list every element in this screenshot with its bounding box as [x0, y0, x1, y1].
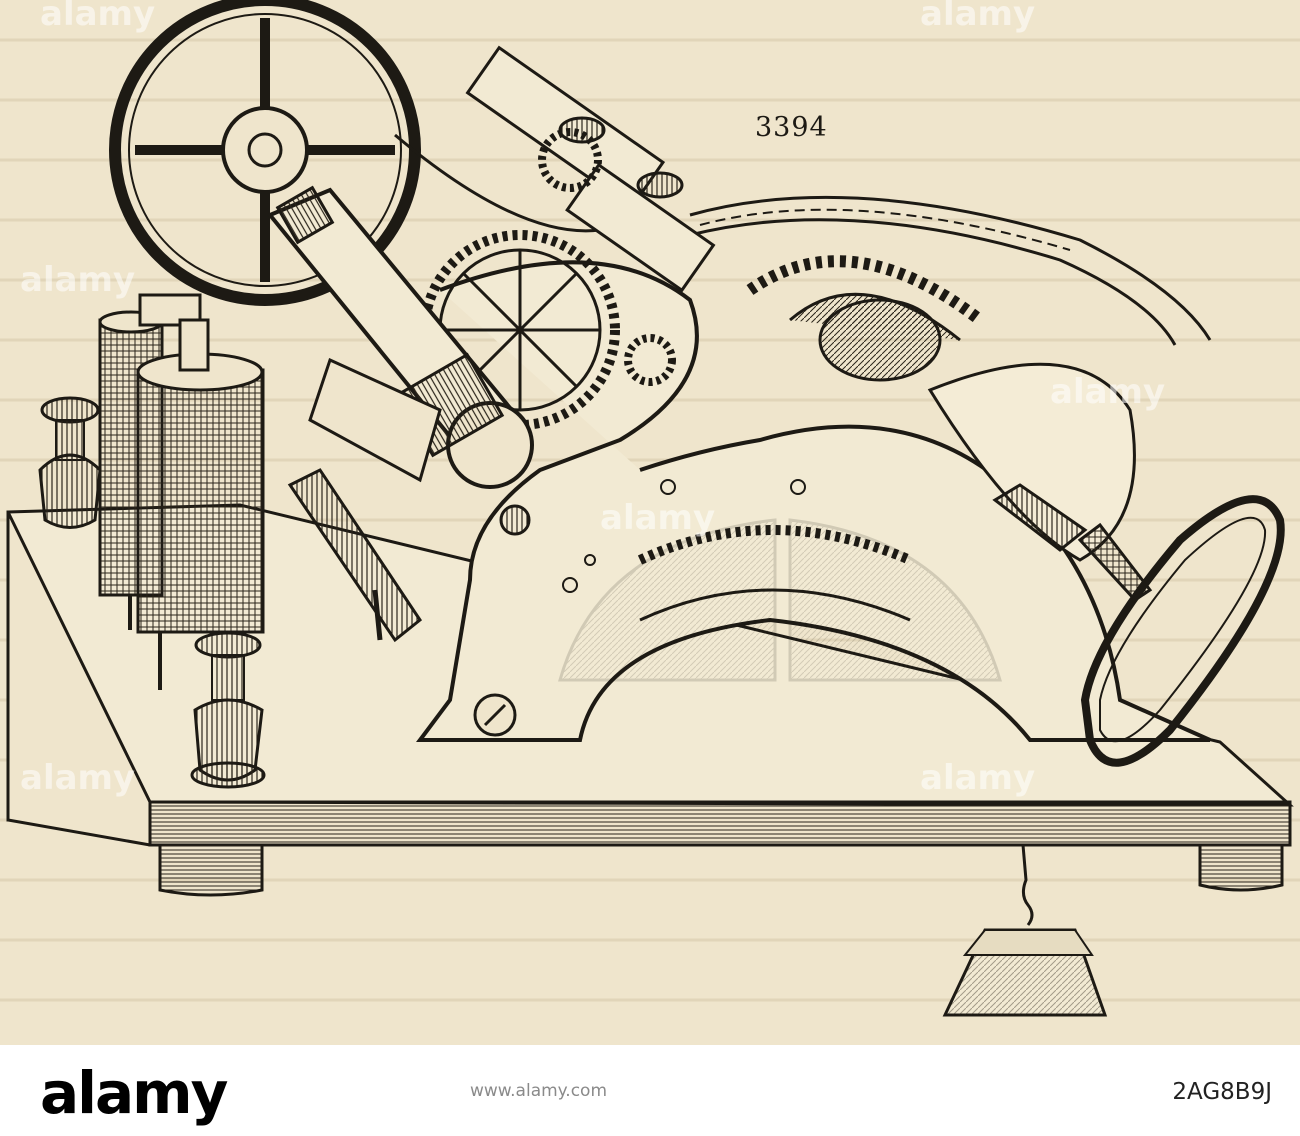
base-board [6, 503, 1294, 897]
figure-number: 3394 [755, 112, 828, 143]
watermark: alamy [920, 0, 1036, 34]
watermark: alamy [1050, 372, 1166, 412]
paper-tape [394, 133, 1212, 346]
binding-post-front [190, 631, 266, 789]
adjustment-knob [499, 504, 531, 536]
electromagnet-coils [98, 293, 265, 690]
watermark: alamy [40, 0, 156, 34]
cast-iron-frame [416, 260, 1211, 742]
stock-footer-bar: alamy www.alamy.com 2AG8B9J [0, 1045, 1300, 1136]
alamy-logo: alamy [40, 1059, 228, 1127]
right-gear-wheel [746, 255, 984, 382]
footer-caption: www.alamy.com [470, 1081, 608, 1101]
engraving-plate: 3394 alamy alamy alamy alamy alamy alamy… [0, 0, 1300, 1045]
embossing-roller-assembly [465, 45, 716, 293]
watermark: alamy [20, 260, 136, 300]
lower-gear-segment [637, 525, 912, 622]
winding-key [992, 483, 1285, 767]
watermark: alamy [920, 758, 1036, 798]
hanging-weight [942, 844, 1108, 1017]
brake-rod [287, 468, 423, 643]
telegraph-register-engraving [0, 0, 1300, 1017]
image-id: 2AG8B9J [1172, 1079, 1272, 1105]
upper-gear-wheel [420, 230, 676, 430]
watermark: alamy [20, 758, 136, 798]
binding-post-left [38, 396, 102, 529]
stylus-lever-arm [266, 185, 534, 489]
watermark: alamy [600, 498, 716, 538]
